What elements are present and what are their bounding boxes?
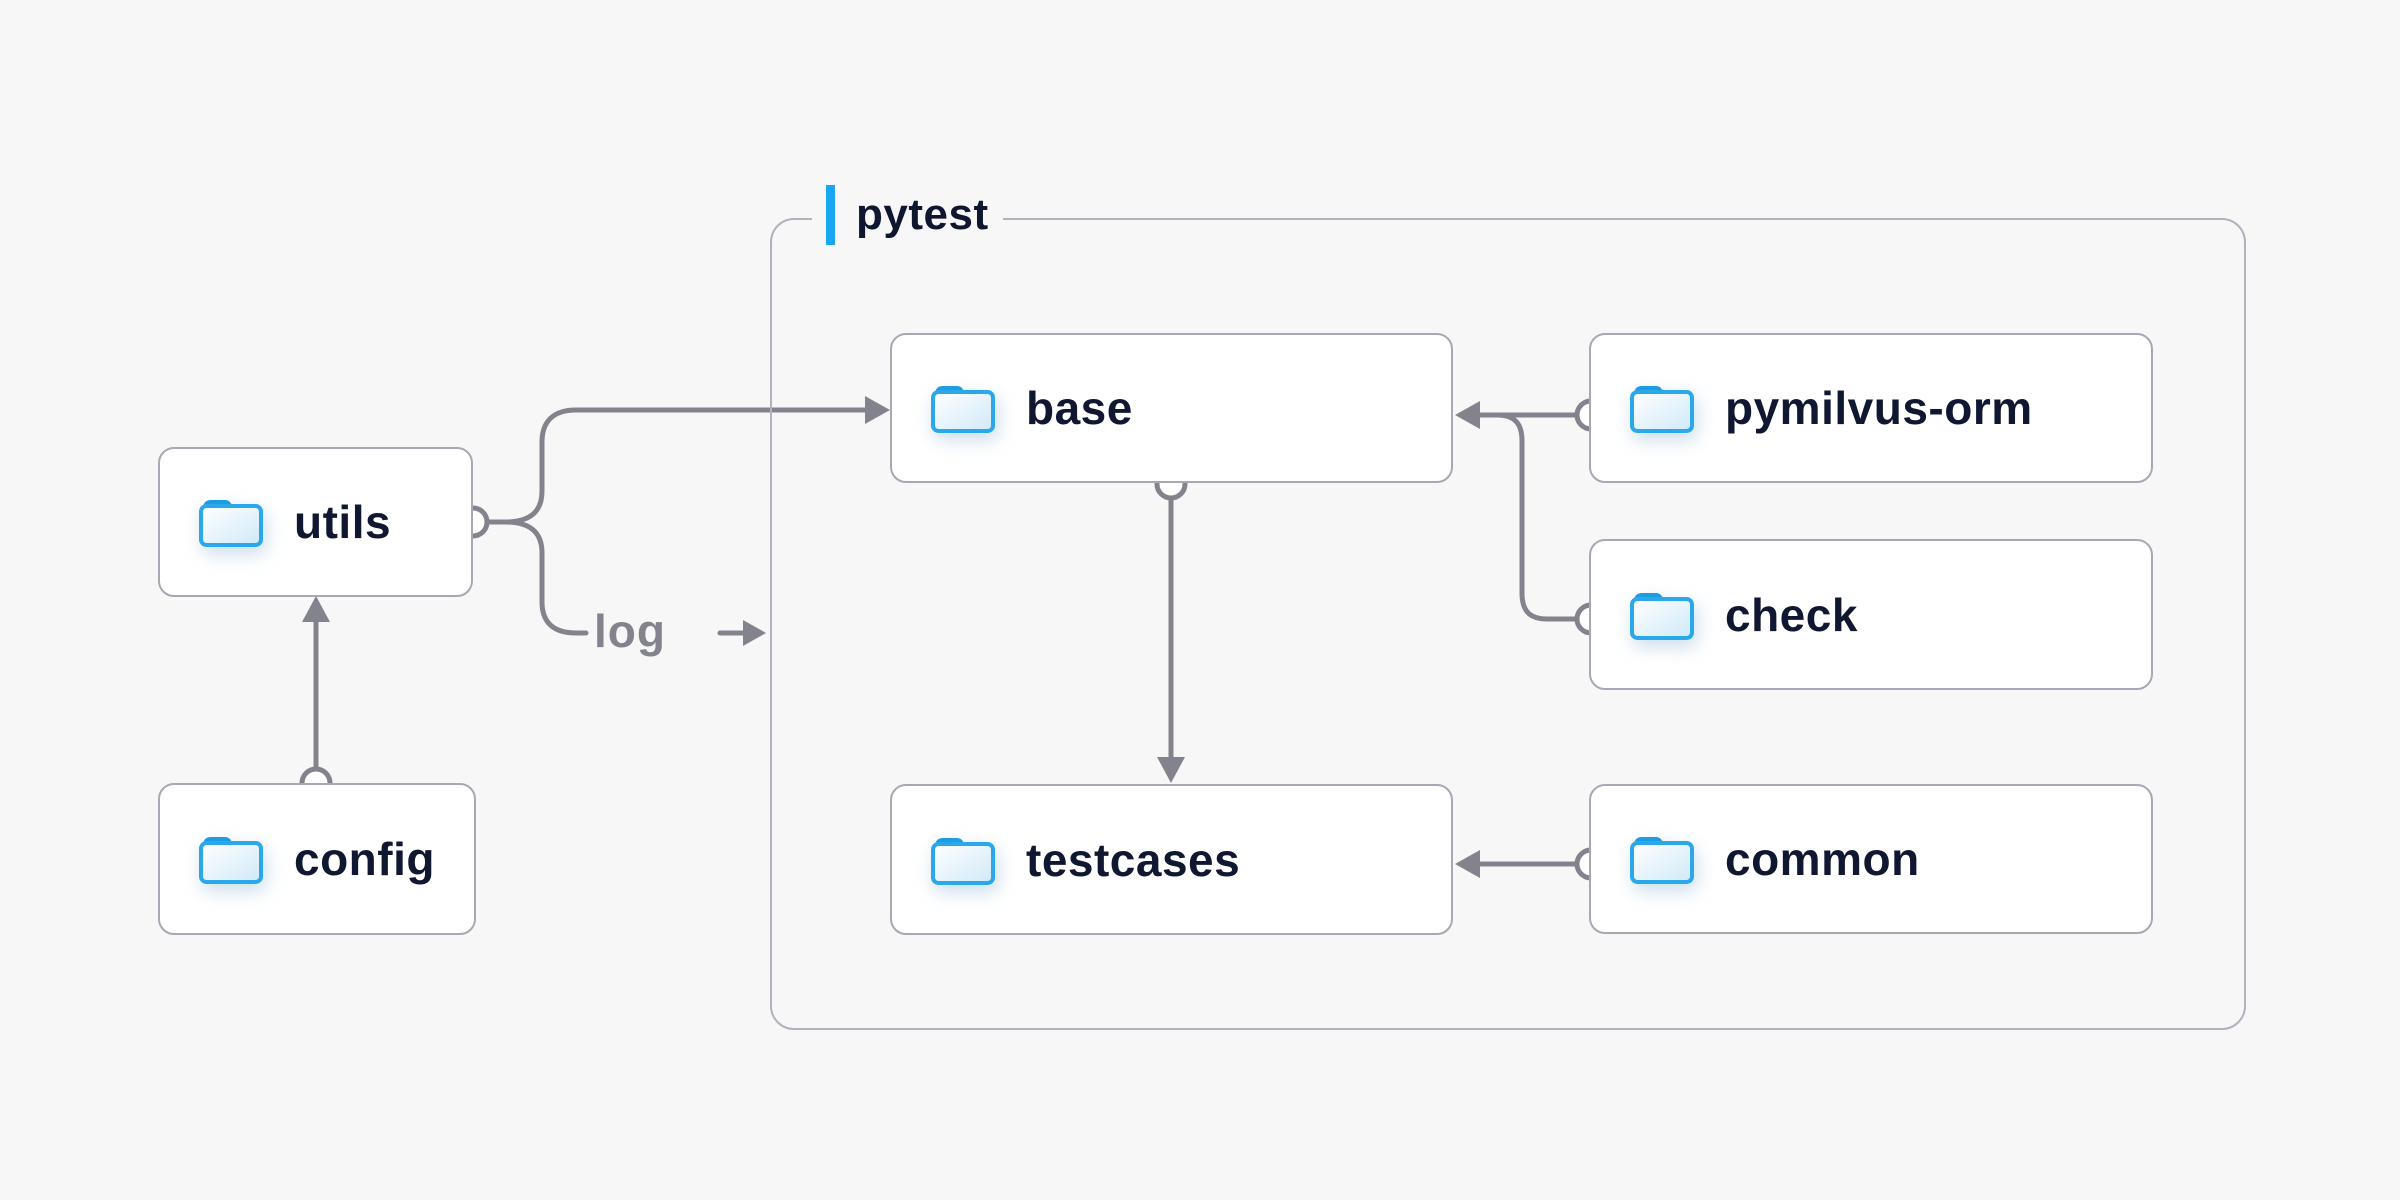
folder-icon bbox=[1629, 587, 1695, 643]
edge-label-log: log bbox=[594, 605, 666, 657]
node-label: check bbox=[1725, 588, 1858, 641]
arrowhead-into-base-right bbox=[1455, 401, 1480, 429]
node-label: pymilvus-orm bbox=[1725, 382, 2033, 434]
folder-icon bbox=[1629, 380, 1695, 436]
arrowhead-log bbox=[743, 620, 766, 646]
arrowhead-into-testcases-right bbox=[1455, 850, 1480, 878]
folder-icon bbox=[930, 380, 996, 436]
edge-utils-log bbox=[484, 519, 589, 636]
node-label: base bbox=[1026, 382, 1133, 434]
group-pytest-label: pytest bbox=[812, 183, 1003, 247]
node-label: testcases bbox=[1026, 833, 1241, 886]
node-label: config bbox=[294, 833, 435, 885]
node-label: common bbox=[1725, 833, 1920, 885]
group-pytest bbox=[770, 218, 2246, 1030]
node-common: common bbox=[1589, 784, 2153, 934]
folder-icon bbox=[1629, 831, 1695, 887]
node-utils: utils bbox=[158, 447, 473, 597]
arrowhead-into-base-left bbox=[865, 396, 890, 424]
node-pymilvus-orm: pymilvus-orm bbox=[1589, 333, 2153, 483]
arrowhead-into-utils bbox=[302, 596, 330, 622]
folder-icon bbox=[198, 831, 264, 887]
edge-utils-base bbox=[484, 407, 871, 525]
node-check: check bbox=[1589, 539, 2153, 690]
node-config: config bbox=[158, 783, 476, 935]
edge-check-base bbox=[1474, 412, 1581, 622]
node-testcases: testcases bbox=[890, 784, 1453, 935]
group-title: pytest bbox=[856, 190, 989, 239]
folder-icon bbox=[930, 832, 996, 888]
arrowhead-into-testcases-top bbox=[1157, 757, 1185, 783]
node-label: utils bbox=[294, 496, 392, 548]
folder-icon bbox=[198, 494, 264, 550]
accent-bar bbox=[826, 185, 835, 245]
node-base: base bbox=[890, 333, 1453, 483]
